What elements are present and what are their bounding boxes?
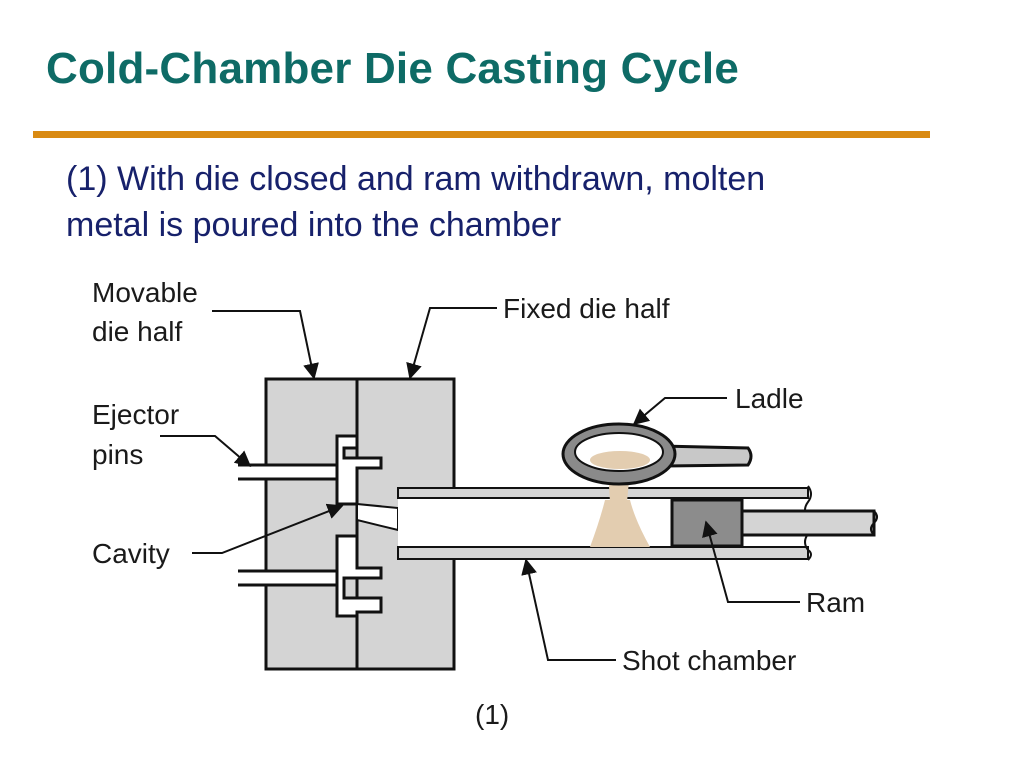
ladle-metal — [590, 451, 650, 469]
ejector-pin-lower — [238, 569, 339, 587]
leader-fixed — [406, 307, 497, 380]
label-ladle: Ladle — [735, 383, 804, 414]
label-movable-line1: Movable — [92, 277, 198, 308]
label-step-number: (1) — [475, 699, 509, 730]
leader-movable — [212, 310, 319, 380]
label-ejector-line2: pins — [92, 439, 143, 470]
molten-metal-pool — [590, 500, 650, 547]
ram-rod — [740, 509, 876, 537]
ladle-handle — [658, 444, 753, 468]
caption-line-1: (1) With die closed and ram withdrawn, m… — [66, 160, 766, 198]
label-ejector-line1: Ejector — [92, 399, 179, 430]
slide-title: Cold-Chamber Die Casting Cycle — [46, 44, 740, 93]
step-caption: (1) With die closed and ram withdrawn, m… — [66, 156, 926, 248]
leader-ejector — [160, 435, 252, 468]
label-ram: Ram — [806, 587, 865, 618]
title-divider — [33, 131, 930, 138]
leader-ladle — [632, 397, 727, 426]
shot-chamber-wall-top — [397, 487, 809, 499]
leader-shot-chamber — [521, 558, 616, 661]
label-movable-line2: die half — [92, 316, 183, 347]
shot-chamber-wall-bottom — [397, 546, 809, 560]
ejector-pin-upper — [238, 463, 339, 481]
leader-ram — [702, 520, 800, 603]
label-fixed-die-half: Fixed die half — [503, 293, 670, 324]
label-shot-chamber: Shot chamber — [622, 645, 796, 676]
movable-die-half — [264, 377, 359, 671]
caption-line-2: metal is poured into the chamber — [66, 206, 562, 244]
leader-cavity — [192, 503, 344, 554]
die-cavity — [335, 434, 383, 618]
label-cavity: Cavity — [92, 538, 170, 569]
